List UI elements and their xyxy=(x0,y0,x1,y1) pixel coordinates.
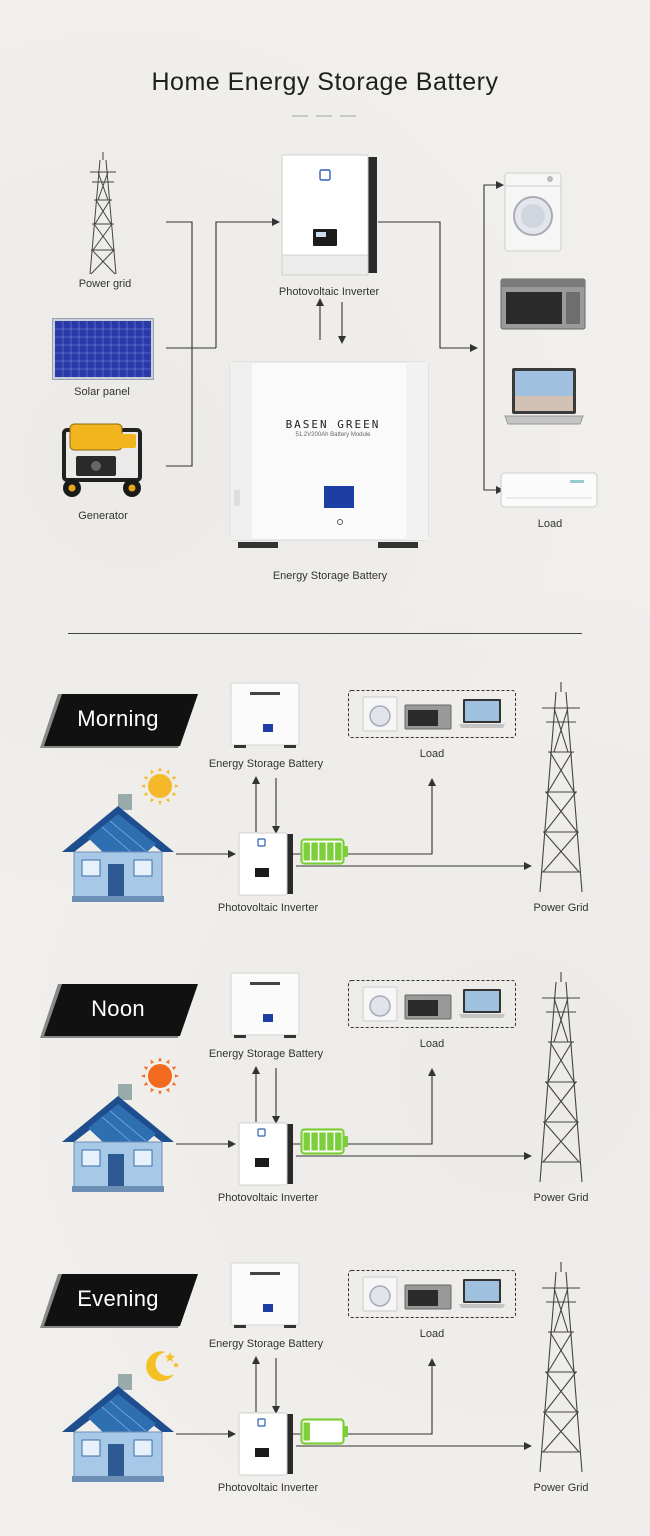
microwave-icon xyxy=(500,278,586,330)
overview-connectors xyxy=(166,181,504,494)
inverter-label: Photovoltaic Inverter xyxy=(217,902,319,914)
page-title: Home Energy Storage Battery xyxy=(151,68,499,96)
scenario-connectors xyxy=(176,1356,532,1450)
title-underline xyxy=(292,115,356,117)
inverter-label: Photovoltaic Inverter xyxy=(217,1192,319,1204)
battery-level-segment xyxy=(311,842,318,861)
storage-battery-icon xyxy=(230,682,300,748)
scenario-2: Evening Energy Storage Battery xyxy=(0,1262,650,1502)
scenario-badge xyxy=(40,984,198,1038)
battery-model: 51.2V200Ah Battery Module xyxy=(295,432,371,438)
moon-icon xyxy=(146,1351,179,1382)
battery-level-segment xyxy=(335,1132,342,1151)
scenario-badge xyxy=(40,694,198,748)
power-tower-icon xyxy=(89,152,117,275)
inverter-icon xyxy=(238,1412,293,1476)
storage-battery-icon xyxy=(230,1262,300,1328)
battery-level-segment xyxy=(319,842,326,861)
battery-level-icon xyxy=(300,1128,348,1155)
power-tower-icon xyxy=(539,682,583,893)
power-tower-icon xyxy=(539,972,583,1183)
battery-level-segment xyxy=(335,842,342,861)
source-label-power-grid: Power grid xyxy=(78,278,132,290)
load-label: Load xyxy=(419,748,445,760)
microwave-icon xyxy=(404,704,452,730)
battery-level-segment xyxy=(303,842,310,861)
load-box xyxy=(348,980,516,1028)
scenario-1: Noon Energy Storage Battery xyxy=(0,972,650,1212)
storage-battery-label: Energy Storage Battery xyxy=(208,758,324,770)
generator-icon xyxy=(62,423,142,497)
battery-level-segment xyxy=(311,1132,318,1151)
storage-battery-icon xyxy=(230,972,300,1038)
scenario-name: Noon xyxy=(91,996,145,1021)
load-label: Load xyxy=(419,1328,445,1340)
storage-battery-label: Energy Storage Battery xyxy=(272,570,388,582)
battery-level-icon xyxy=(300,1418,348,1445)
microwave-icon xyxy=(404,994,452,1020)
power-grid-label: Power Grid xyxy=(533,902,589,914)
source-label-solar-panel: Solar panel xyxy=(74,386,130,398)
scenario-name: Evening xyxy=(77,1286,159,1311)
washing-machine-icon xyxy=(362,696,398,732)
load-label: Load xyxy=(419,1038,445,1050)
power-grid-label: Power Grid xyxy=(533,1482,589,1494)
load-box xyxy=(348,690,516,738)
inverter-label: Photovoltaic Inverter xyxy=(278,286,380,298)
section-divider xyxy=(68,633,582,634)
washing-machine-icon xyxy=(362,986,398,1022)
storage-battery-label: Energy Storage Battery xyxy=(208,1048,324,1060)
battery-level-segment xyxy=(303,1422,310,1441)
laptop-icon xyxy=(459,989,505,1018)
inverter-icon xyxy=(238,1122,293,1186)
inverter-icon xyxy=(238,832,293,896)
laptop-icon xyxy=(459,1279,505,1308)
battery-level-segment xyxy=(303,1132,310,1151)
house-icon xyxy=(62,1374,174,1482)
laptop-icon xyxy=(459,699,505,728)
laptop-icon xyxy=(504,368,584,425)
power-grid-label: Power Grid xyxy=(533,1192,589,1204)
solar-panel-icon xyxy=(52,318,154,380)
scenario-0: Morning Energy Storage Battery xyxy=(0,682,650,922)
storage-battery-icon xyxy=(229,361,429,548)
microwave-icon xyxy=(404,1284,452,1310)
battery-level-icon xyxy=(300,838,348,865)
load-box xyxy=(348,1270,516,1318)
load-label: Load xyxy=(537,518,563,530)
house-icon xyxy=(62,1084,174,1192)
battery-level-segment xyxy=(319,1132,326,1151)
house-icon xyxy=(62,794,174,902)
air-conditioner-icon xyxy=(500,472,598,508)
sun-icon xyxy=(141,767,179,805)
inverter-label: Photovoltaic Inverter xyxy=(217,1482,319,1494)
source-label-generator: Generator xyxy=(78,510,128,522)
battery-level-segment xyxy=(327,1132,334,1151)
storage-battery-label: Energy Storage Battery xyxy=(208,1338,324,1350)
scenario-badge xyxy=(40,1274,198,1328)
washing-machine-icon xyxy=(362,1276,398,1312)
sun-icon xyxy=(141,1057,179,1095)
scenario-name: Morning xyxy=(77,706,159,731)
washing-machine-icon xyxy=(504,172,562,252)
power-tower-icon xyxy=(539,1262,583,1473)
battery-level-segment xyxy=(327,842,334,861)
inverter-icon xyxy=(281,154,377,276)
battery-brand: BASEN GREEN xyxy=(285,418,381,431)
